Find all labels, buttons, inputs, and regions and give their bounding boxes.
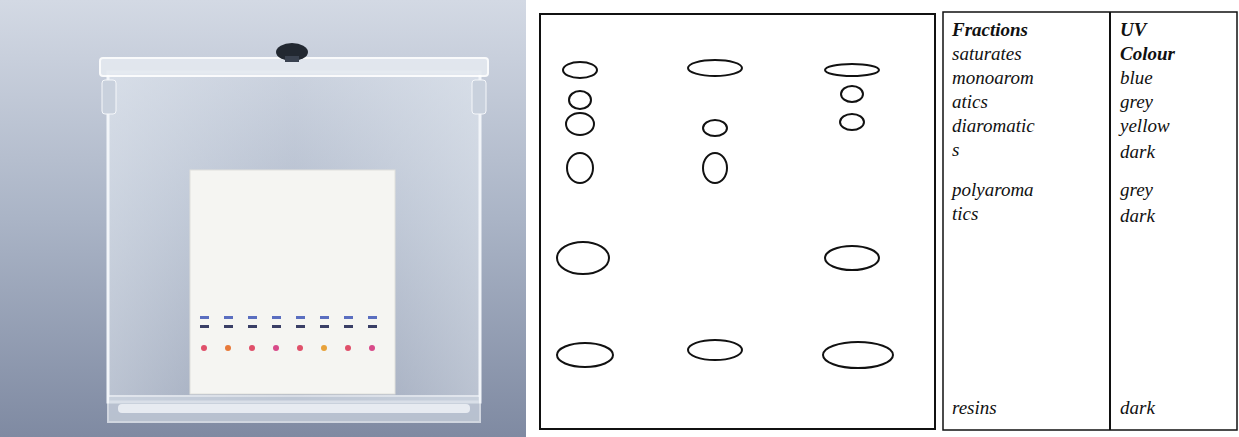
table-cell: monoarom atics <box>952 66 1034 114</box>
table-cell: dark <box>1120 204 1155 228</box>
table-cell: saturates <box>952 42 1022 66</box>
table-cell: grey <box>1120 178 1153 202</box>
table-header: Fractions <box>952 18 1028 42</box>
table-cell: dark <box>1120 140 1155 164</box>
table-cell: blue <box>1120 66 1153 90</box>
table-cell: dark <box>1120 396 1155 420</box>
table-cell: grey <box>1120 90 1153 114</box>
tank-photo <box>0 0 526 437</box>
table-cell: yellow <box>1120 114 1170 138</box>
table-frame <box>943 12 1237 430</box>
table-cell: resins <box>952 396 997 420</box>
table-header: UV Colour <box>1120 18 1175 66</box>
tlc-plate <box>540 14 935 429</box>
table-cell: polyaroma tics <box>952 178 1034 226</box>
table-cell: diaromatic s <box>952 114 1035 162</box>
